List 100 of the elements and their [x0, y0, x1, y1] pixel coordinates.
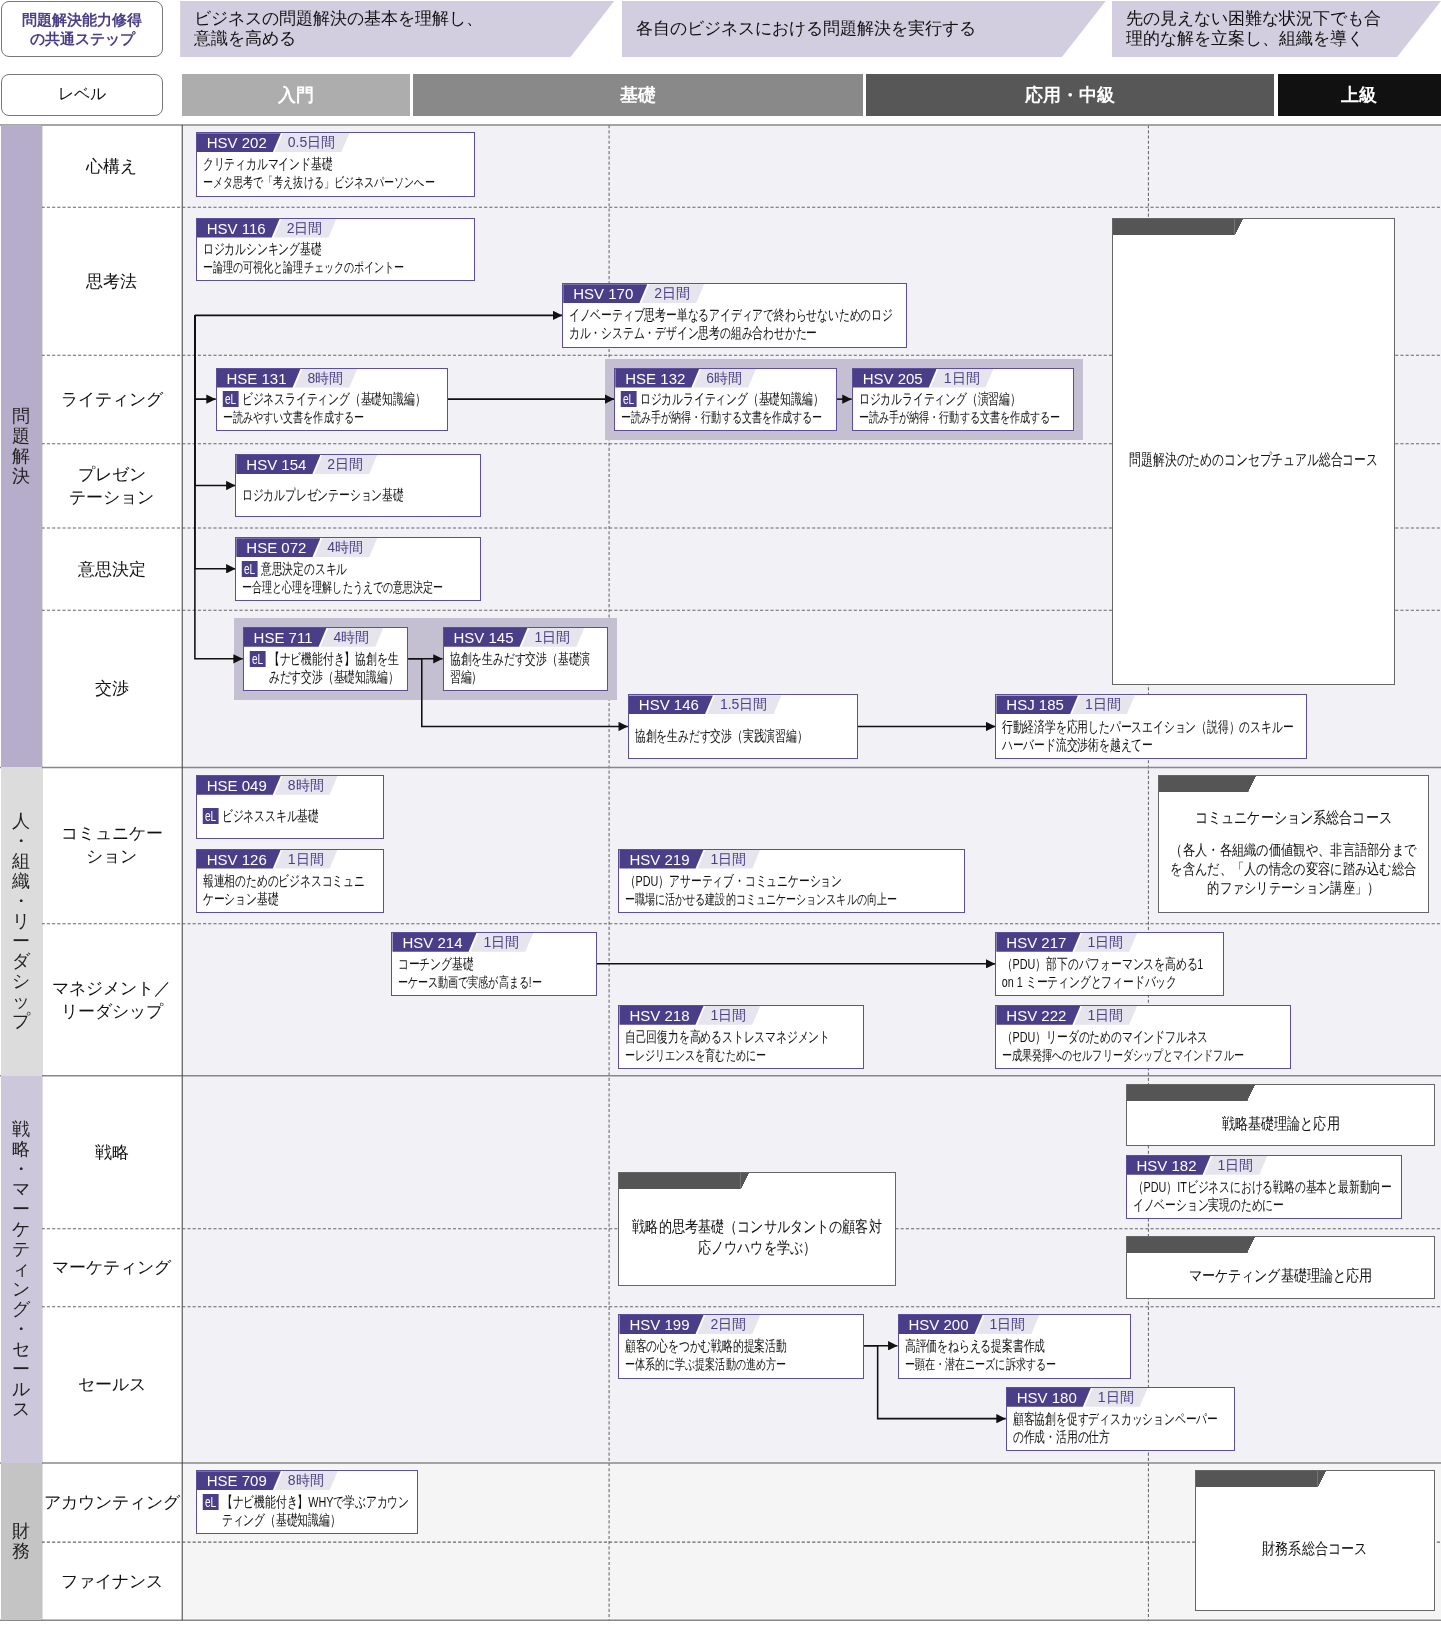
duration-label: 2日間 — [641, 284, 705, 304]
row-label: アカウンティング — [43, 1491, 180, 1514]
course-title: ロジカルプレゼンテーション基礎 — [242, 485, 405, 504]
course-description: （各人・各組織の価値観や、非言語部分までを含んだ、「人の情念の変容に踏み込む総合的ファシリテーション講座」） — [1169, 839, 1418, 897]
course-title: （PDU）リーダのためのマインドフルネス — [1002, 1028, 1209, 1046]
course-title: コミュニケーション系総合コース — [1194, 807, 1392, 828]
duration-label: 2日間 — [273, 218, 337, 238]
course-code: HSE 131 — [216, 368, 301, 388]
arrow — [857, 721, 997, 732]
course-card — [195, 132, 475, 197]
category-band — [1, 1075, 42, 1463]
level-bar: 基礎 — [413, 73, 864, 116]
course-subtitle: ーメタ思考で「考え抜ける」ビジネスパーソンへー — [202, 173, 436, 192]
level-bar: 応用・中級 — [866, 73, 1275, 116]
course-card — [1005, 1386, 1235, 1452]
arrow — [595, 959, 997, 969]
duration-label: 1日間 — [1074, 1005, 1138, 1025]
row-label: コミュニケーション — [59, 823, 164, 869]
course-card — [618, 1172, 897, 1286]
course-group-panel — [604, 359, 1083, 441]
duration-label: 1.5日間 — [706, 695, 782, 715]
duration-label: 1日間 — [521, 627, 585, 647]
course-title: 顧客の心をつかむ戦略的提案活動 — [625, 1337, 788, 1356]
duration-label: 0.5日間 — [274, 133, 350, 153]
elearning-tag: eL — [621, 391, 637, 408]
level-bar: 上級 — [1277, 73, 1441, 116]
arrow — [194, 314, 244, 664]
duration-label: 6時間 — [693, 368, 757, 388]
goal-banner: 先の見えない困難な状況下でも合理的な解を立案し、組織を導く — [1112, 1, 1441, 58]
course-card — [1125, 1083, 1435, 1147]
course-card — [627, 694, 858, 759]
course-subtitle: ー論理の可視化と論理チェックのポイントー — [202, 258, 406, 277]
elearning-tag: eL — [222, 391, 238, 408]
category-band — [1, 1462, 42, 1621]
course-title: ロジカルシンキング基礎 — [202, 240, 322, 259]
row-label: 心構え — [86, 155, 138, 178]
course-card — [235, 453, 481, 518]
course-card — [391, 931, 597, 997]
course-code: HSV 146 — [628, 695, 713, 715]
course-title: ロジカルライティング（演習編） — [858, 390, 1021, 409]
course-code: HSV 145 — [443, 627, 528, 647]
goal-banner: 各自のビジネスにおける問題解決を実行する — [621, 1, 1106, 58]
row-label: 思考法 — [86, 270, 138, 293]
course-subtitle: ー読みやすい文書を作成するー — [222, 408, 365, 427]
duration-label: 2日間 — [697, 1314, 761, 1334]
step-heading: 問題解決能力修得の共通ステップ — [1, 1, 164, 58]
row-label: セールス — [77, 1374, 146, 1397]
duration-label: 1日間 — [274, 849, 338, 869]
duration-label: 1日間 — [470, 932, 534, 952]
course-card — [614, 367, 838, 432]
course-code: HSE 709 — [196, 1471, 281, 1491]
course-code: HSE 072 — [236, 538, 321, 558]
course-title: イノベーティブ思考ー単なるアイディアで終わらせないためのロジカル・システム・デザイン思考の組み合わせかたー — [569, 306, 894, 343]
course-subtitle: ー職場に活かせる建設的コミュニケーションスキルの向上ー — [625, 889, 899, 908]
row-label: 意思決定 — [77, 558, 146, 581]
arrow — [863, 1345, 1007, 1424]
duration-label: 1日間 — [697, 1005, 761, 1025]
elearning-tag: eL — [202, 807, 219, 824]
course-title: コーチング基礎 — [398, 955, 474, 974]
course-code: HSV 170 — [563, 284, 648, 304]
course-card — [618, 1313, 865, 1379]
course-card — [215, 367, 448, 432]
course-code: HSV 154 — [236, 454, 321, 474]
course-code: HSE 049 — [196, 775, 281, 795]
arrow — [407, 658, 629, 732]
course-card — [995, 1004, 1292, 1070]
duration-label: 1日間 — [1071, 695, 1135, 715]
row-label: ファイナンス — [60, 1570, 163, 1593]
course-subtitle: ーレジリエンスを育むためにー — [625, 1046, 768, 1064]
course-title: マーケティング基礎理論と応用 — [1188, 1266, 1372, 1287]
course-subtitle: ー体系的に学ぶ提案活動の進め方ー — [625, 1355, 788, 1374]
row-label: マネジメント／リーダシップ — [51, 977, 173, 1023]
course-card — [242, 626, 409, 692]
course-code: HSV 116 — [196, 218, 280, 238]
course-subtitle: ー合理と心理を理解したうえでの意思決定ー — [242, 578, 445, 596]
duration-label: 8時間 — [274, 1471, 338, 1491]
course-card — [442, 626, 609, 692]
course-card — [1157, 774, 1429, 914]
course-card — [195, 848, 385, 914]
course-card — [562, 283, 907, 348]
duration-label: 4時間 — [314, 538, 378, 558]
course-title: 【ナビ機能付き】WHYで学ぶアカウンティング（基礎知識編） — [221, 1492, 410, 1529]
duration-label: 8時間 — [294, 368, 358, 388]
duration-label: 2日間 — [314, 454, 378, 474]
course-card — [1125, 1235, 1435, 1300]
course-subtitle: ー読み手が納得・行動する文書を作成するー — [621, 408, 824, 427]
row-label: ライティング — [60, 388, 163, 411]
category-label: 人・組織・リーダシップ — [12, 811, 31, 1032]
course-subtitle: ーケース動画で実感が高まる!ー — [398, 973, 544, 992]
course-card — [1125, 1154, 1403, 1220]
category-band — [1, 767, 42, 1076]
course-subtitle: ー顕在・潜在ニーズに訴求するー — [904, 1355, 1057, 1374]
course-code: HSV 205 — [852, 368, 937, 388]
arrow — [836, 394, 853, 404]
course-title: 戦略的思考基礎（コンサルタントの顧客対応ノウハウを学ぶ） — [631, 1217, 884, 1259]
course-title: 戦略基礎理論と応用 — [1221, 1113, 1340, 1134]
course-card — [995, 694, 1307, 759]
level-bar: 入門 — [182, 73, 411, 116]
duration-label: 1日間 — [1074, 932, 1138, 952]
course-title: 協創を生みだす交渉（基礎演習編） — [449, 650, 591, 687]
